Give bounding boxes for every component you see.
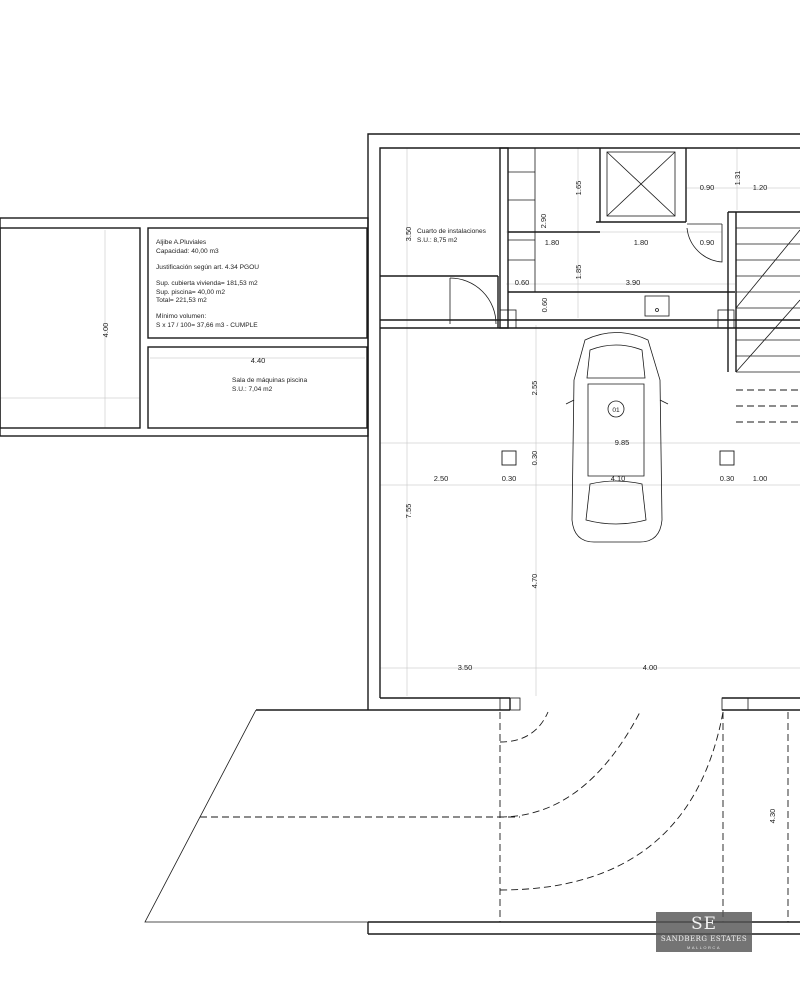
- dim-shaft-h2: 2.90: [539, 214, 548, 229]
- parking-number: 01: [612, 407, 620, 414]
- dim-shaft-w2: 1.80: [634, 238, 649, 247]
- dim-garage-h1: 2.55: [530, 381, 539, 396]
- instalaciones-label: Cuarto de instalaciones S.U.: 8,75 m2: [417, 228, 487, 244]
- aljibe-sup-vivienda: Sup. cubierta vivienda= 181,53 m2: [156, 280, 258, 287]
- dim-left-w: 2.50: [434, 474, 449, 483]
- sala-maquinas-area: S.U.: 7,04 m2: [232, 386, 273, 393]
- dim-col-w-right: 0.30: [720, 474, 735, 483]
- garage-walls: [367, 133, 800, 711]
- car-drawing: [565, 332, 669, 543]
- watermark-monogram: SE: [690, 914, 718, 934]
- dim-corr-w1: 0.60: [515, 278, 530, 287]
- dim-mid-w: 4.10: [611, 474, 626, 483]
- dim-left-h: 7.55: [404, 504, 413, 519]
- dim-ramp-h: 4.30: [768, 809, 777, 824]
- dimension-lines: [0, 148, 800, 696]
- dim-sala-width: 4.40: [251, 356, 266, 365]
- dim-top-w1: 0.90: [700, 183, 715, 192]
- instalaciones-name: Cuarto de instalaciones: [417, 228, 487, 235]
- aljibe-justification: Justificación según art. 4.34 PGOU: [156, 264, 259, 271]
- dim-garage-h2: 4.70: [530, 574, 539, 589]
- dim-top-h: 1.31: [733, 171, 742, 186]
- dim-corr-w2: 3.90: [626, 278, 641, 287]
- dim-right-w: 1.00: [753, 474, 768, 483]
- watermark-brand: SANDBERG ESTATES: [660, 935, 748, 943]
- dim-col-w-left: 0.30: [502, 474, 517, 483]
- dim-col-gap: 0.30: [530, 451, 539, 466]
- aljibe-sup-piscina: Sup. piscina= 40,00 m2: [156, 289, 225, 296]
- dim-corr-h: 1.85: [574, 265, 583, 280]
- aljibe-capacity: Capacidad: 40,00 m3: [156, 248, 219, 255]
- dim-top-w2: 1.20: [753, 183, 768, 192]
- doors: [449, 223, 723, 325]
- aljibe-total: Total= 221,53 m2: [156, 297, 207, 304]
- dim-instal-height: 3.50: [404, 227, 413, 242]
- aljibe-label: Aljibe A.Pluviales Capacidad: 40,00 m3 J…: [156, 239, 259, 329]
- watermark-region: MALLORCA: [686, 945, 721, 950]
- aljibe-min-vol-title: Mínimo volumen:: [156, 313, 206, 320]
- dim-bottom-w2: 4.00: [643, 663, 658, 672]
- aljibe-name: Aljibe A.Pluviales: [156, 239, 207, 246]
- dim-garage-width: 9.85: [615, 438, 630, 447]
- dim-shaft-h1: 1.65: [574, 181, 583, 196]
- dim-corr-h2: 0.60: [540, 298, 549, 313]
- dim-door-w: 0.90: [700, 238, 715, 247]
- service-rooms: [380, 147, 735, 329]
- aljibe-min-vol-calc: S x 17 / 100= 37,66 m3 - CUMPLE: [156, 322, 258, 329]
- dim-bottom-w1: 3.50: [458, 663, 473, 672]
- dimension-labels: 4.00 4.40 3.50 1.65 2.90 1.80 1.80 0.90 …: [101, 171, 777, 824]
- instalaciones-area: S.U.: 8,75 m2: [417, 237, 458, 244]
- columns: [501, 450, 735, 466]
- sala-maquinas-label: Sala de máquinas piscina S.U.: 7,04 m2: [232, 377, 307, 393]
- dim-shaft-w1: 1.80: [545, 238, 560, 247]
- driveway-ramp: [144, 709, 800, 935]
- staircase: [727, 211, 800, 423]
- dim-aljibe-height: 4.00: [101, 323, 110, 338]
- sandberg-estates-watermark: SE SANDBERG ESTATES MALLORCA: [656, 912, 752, 952]
- sala-maquinas-name: Sala de máquinas piscina: [232, 377, 307, 384]
